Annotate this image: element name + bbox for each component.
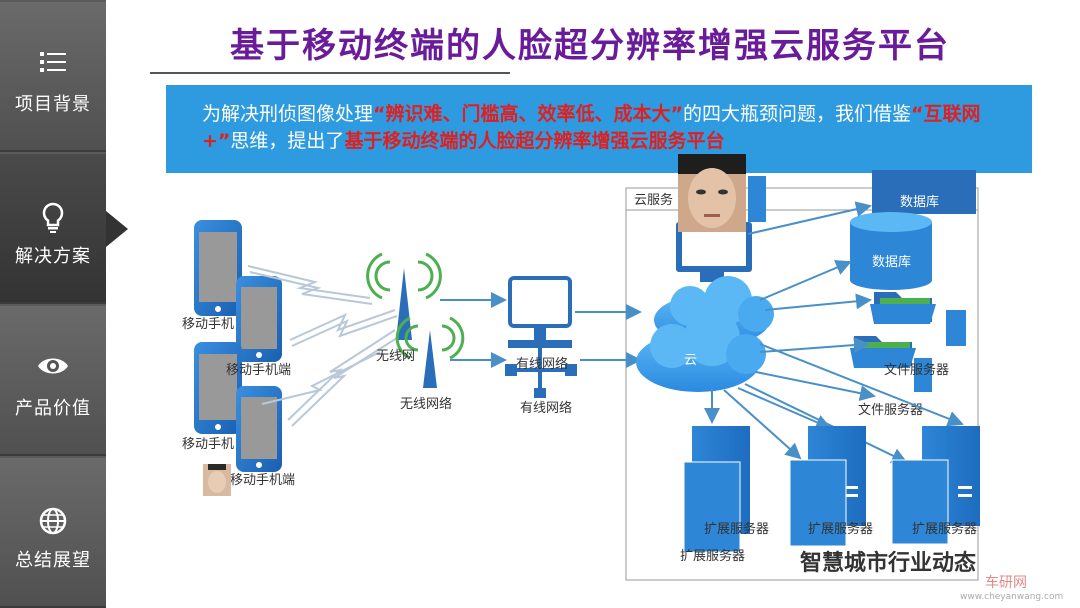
wireless-label: 无线网 [376, 349, 415, 364]
intro-banner: 为解决刑侦图像处理“辨识难、门槛高、效率低、成本大”的四大瓶颈问题，我们借鉴“互… [166, 85, 1032, 173]
db-label: 数据库 [900, 194, 939, 210]
wired-network-computer [505, 276, 577, 398]
sidebar-item-solution[interactable]: 解决方案 [0, 154, 106, 304]
wireless-tower [395, 316, 465, 360]
cloud-service-box [625, 187, 979, 581]
extension-server [891, 459, 949, 545]
sidebar-item-label: 产品价值 [15, 398, 91, 419]
extension-server [789, 459, 847, 547]
mini-server [748, 176, 766, 222]
sidebar-item-label: 解决方案 [15, 246, 91, 267]
cloud-service-box-inner [625, 187, 979, 211]
wireless-label: 无线网络 [400, 396, 452, 412]
folder-icon [850, 336, 916, 368]
sidebar-item-outlook[interactable]: 总结展望 [0, 458, 106, 608]
folder-icon [870, 292, 936, 324]
wired-label: 有线网络 [516, 356, 568, 372]
extension-server [683, 461, 741, 553]
db-label: 数据库 [872, 254, 911, 270]
mobile-label: 移动手机端 [230, 473, 295, 488]
cloud-shape [636, 310, 766, 392]
wireless-tower [396, 268, 412, 340]
mobile-label: 移动手机 [182, 317, 234, 332]
file-server-small [914, 358, 932, 392]
sidebar-item-label: 总结展望 [15, 550, 91, 571]
mobile-phone [236, 276, 282, 362]
banner-text: 的四大瓶颈问题，我们借鉴 [683, 103, 912, 125]
file-server-label: 文件服务器 [858, 402, 923, 418]
watermark-url: www.cheyanwang.com [960, 592, 1064, 602]
banner-text: 为解决刑侦图像处理 [202, 103, 374, 125]
extension-server [922, 426, 980, 526]
eye-icon [0, 354, 106, 384]
file-server-label: 文件服务器 [884, 362, 949, 378]
extension-server [808, 426, 866, 526]
extension-server [692, 426, 750, 534]
sidebar-item-value[interactable]: 产品价值 [0, 306, 106, 456]
mobile-label: 移动手机 [182, 437, 234, 452]
database-top [872, 170, 976, 214]
globe-icon [0, 506, 106, 536]
wired-label: 有线网络 [520, 400, 572, 416]
page-title: 基于移动终端的人脸超分辨率增强云服务平台 [230, 26, 950, 66]
cloud-label: 云 [704, 311, 717, 326]
wireless-tower [366, 252, 442, 300]
active-pointer [106, 211, 128, 247]
banner-text: 思维，提出了 [230, 130, 345, 152]
database-cylinder [850, 212, 932, 290]
mobile-phone [194, 220, 242, 316]
list-icon [0, 50, 106, 80]
wireless-tower [423, 330, 437, 388]
ext-server-label: 扩展服务器 [704, 521, 769, 537]
mobile-phone [194, 342, 242, 434]
sidebar-item-label: 项目背景 [15, 94, 91, 115]
banner-highlight: “互联网+” [202, 103, 981, 152]
sr-server-label: 超分服务器 [678, 292, 743, 308]
banner-highlight: “辨识难、门槛高、效率低、成本大” [373, 103, 683, 125]
ext-server-label: 扩展服务器 [912, 521, 977, 537]
cloud-shape [654, 276, 774, 346]
ext-server-label: 扩展服务器 [808, 521, 873, 537]
mobile-phone [236, 386, 282, 472]
title-underline [150, 72, 510, 74]
file-server-small [946, 310, 966, 346]
mobile-label: 移动手机端 [226, 363, 291, 378]
sidebar-item-background[interactable]: 项目背景 [0, 2, 106, 152]
cloud-label: 云 [684, 353, 697, 368]
watermark-brand: 车研网 [985, 575, 1027, 591]
ext-server-label: 扩展服务器 [680, 548, 745, 564]
banner-highlight: 基于移动终端的人脸超分辨率增强云服务平台 [344, 130, 725, 152]
lightbulb-icon [0, 202, 106, 233]
watermark-text: 智慧城市行业动态 [800, 551, 977, 576]
sr-server-monitor [676, 222, 752, 272]
face-thumbnail-small [203, 464, 231, 496]
cloud-box-label: 云服务 [634, 192, 673, 208]
